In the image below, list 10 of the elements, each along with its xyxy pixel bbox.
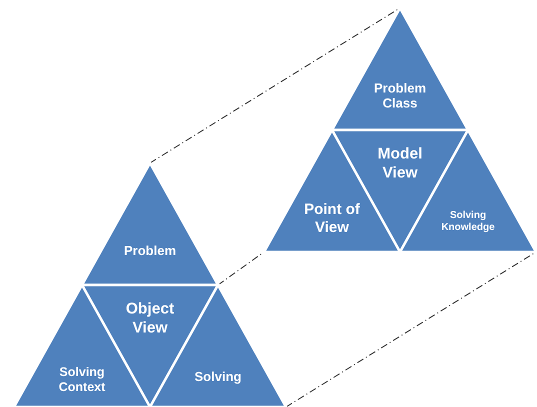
segment-label: Solving Knowledge bbox=[440, 210, 496, 234]
segment-label: Point of View bbox=[303, 201, 361, 238]
segment-label: Solving Context bbox=[58, 365, 106, 396]
segment-label: Model View bbox=[376, 146, 424, 183]
segment-label: Object View bbox=[124, 300, 176, 338]
segment-label: Problem Class bbox=[372, 80, 427, 112]
dash-dot-line bbox=[286, 252, 536, 407]
segment-label: Problem bbox=[122, 243, 177, 259]
dash-dot-line bbox=[150, 8, 400, 164]
segment-label: Solving bbox=[194, 368, 242, 384]
